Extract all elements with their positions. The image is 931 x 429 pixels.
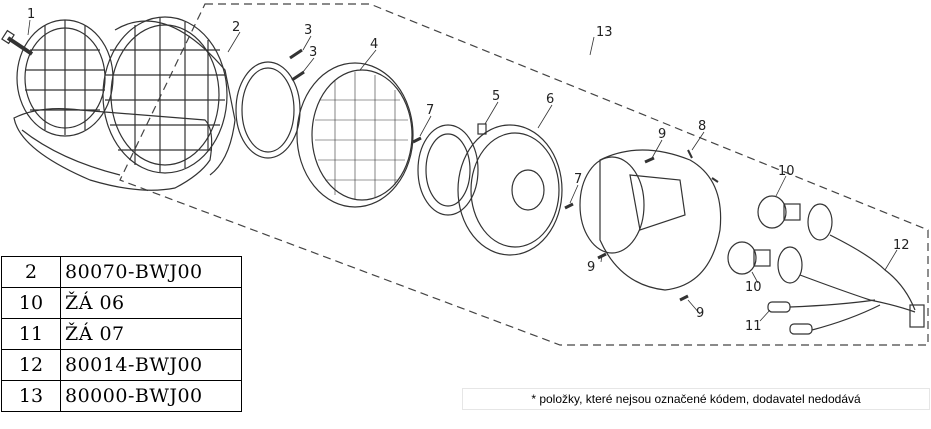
callout-3b: 3 [309,45,317,60]
callout-5: 5 [492,89,500,104]
part-number-cell: 2 [1,256,61,288]
callout-10b: 10 [745,280,762,295]
callout-numbers: 1 2 3 3 4 5 6 7 7 8 9 9 9 10 10 11 12 13 [27,7,910,334]
callout-11: 11 [745,319,762,334]
part-code-cell: ŽÁ 06 [60,287,242,319]
parts-code-table: 2 80070-BWJ00 10 ŽÁ 06 11 ŽÁ 07 12 80014… [1,256,242,412]
part-3-screws [289,48,305,82]
callout-9b: 9 [587,260,595,275]
table-row: 12 80014-BWJ00 [1,349,242,381]
table-row: 13 80000-BWJ00 [1,380,242,412]
supplier-note: * položky, které nejsou označené kódem, … [462,388,930,410]
assembly-boundary [119,3,929,346]
part-number-cell: 12 [1,349,61,381]
part-7-screws [412,136,574,210]
callout-9c: 9 [696,306,704,321]
part-code-cell: ŽÁ 07 [60,318,242,350]
callout-1: 1 [27,7,35,22]
callout-8: 8 [698,119,706,134]
part-1-bolt [1,29,34,56]
callout-2: 2 [232,20,240,35]
part-code-cell: 80000-BWJ00 [60,380,242,412]
callout-7b: 7 [574,172,582,187]
callout-7a: 7 [426,103,434,118]
table-row: 10 ŽÁ 06 [1,287,242,319]
callout-9a: 9 [658,127,666,142]
callout-12: 12 [893,238,910,253]
part-number-cell: 11 [1,318,61,350]
part-number-cell: 10 [1,287,61,319]
part-5-clip [477,123,487,135]
table-row: 2 80070-BWJ00 [1,256,242,288]
callout-6: 6 [546,92,554,107]
table-row: 11 ŽÁ 07 [1,318,242,350]
callout-4: 4 [370,37,378,52]
part-code-cell: 80014-BWJ00 [60,349,242,381]
part-number-cell: 13 [1,380,61,412]
callout-10a: 10 [778,164,795,179]
part-6-housing [417,124,563,256]
part-4-lens [235,61,414,208]
part-8-bucket [579,149,722,291]
part-10-bulbs [727,195,833,284]
part-2-guard [13,16,236,191]
callout-3a: 3 [304,23,312,38]
part-code-cell: 80070-BWJ00 [60,256,242,288]
leader-lines [27,19,898,322]
callout-13: 13 [596,25,613,40]
